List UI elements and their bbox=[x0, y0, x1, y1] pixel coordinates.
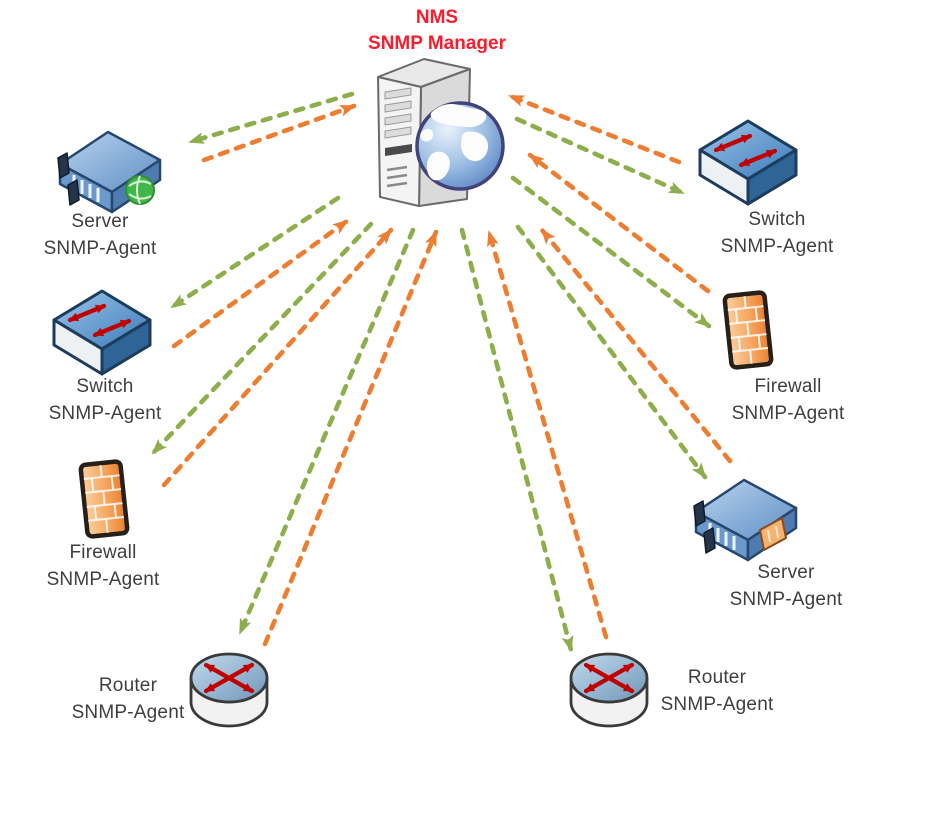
arrow-orange-from-server-left bbox=[201, 103, 357, 163]
arrow-orange-from-switch-left bbox=[171, 218, 350, 349]
globe-icon bbox=[415, 101, 505, 191]
switch-icon bbox=[52, 289, 152, 376]
label-server-left: Server SNMP-Agent bbox=[25, 208, 175, 262]
arrow-orange-from-switch-right bbox=[507, 93, 682, 165]
arrow-green-to-firewall-right bbox=[510, 175, 712, 329]
router-traffic-arrows-icon bbox=[203, 662, 255, 694]
label-router-right: Router SNMP-Agent bbox=[642, 664, 792, 718]
device-name: Server bbox=[757, 562, 815, 583]
label-firewall-right: Firewall SNMP-Agent bbox=[713, 373, 863, 427]
label-firewall-left: Firewall SNMP-Agent bbox=[28, 539, 178, 593]
arrow-green-to-switch-left bbox=[169, 195, 341, 310]
device-name: Switch bbox=[748, 209, 806, 230]
device-name: Firewall bbox=[69, 542, 137, 563]
arrow-green-to-switch-right bbox=[514, 116, 686, 196]
router-icon bbox=[189, 652, 269, 728]
device-name: Switch bbox=[76, 376, 134, 397]
device-name: Router bbox=[687, 667, 747, 688]
agent-role: SNMP-Agent bbox=[43, 238, 157, 259]
nms-title-line2: SNMP Manager bbox=[368, 33, 506, 54]
agent-role: SNMP-Agent bbox=[48, 403, 162, 424]
arrow-orange-from-server-right bbox=[539, 227, 733, 464]
arrow-orange-from-firewall-right bbox=[527, 152, 711, 294]
agent-role: SNMP-Agent bbox=[46, 569, 160, 590]
label-server-right: Server SNMP-Agent bbox=[711, 559, 861, 613]
arrow-green-to-server-left bbox=[187, 91, 355, 145]
arrow-green-to-firewall-left bbox=[150, 221, 374, 456]
agent-role: SNMP-Agent bbox=[71, 702, 185, 723]
arrow-orange-from-firewall-left bbox=[161, 227, 394, 488]
router-traffic-arrows-icon bbox=[583, 662, 635, 694]
router-icon bbox=[569, 652, 649, 728]
agent-role: SNMP-Agent bbox=[731, 403, 845, 424]
orange-module-badge-icon bbox=[759, 517, 787, 551]
rack-server-icon bbox=[693, 478, 798, 562]
nms-title-line1: NMS bbox=[415, 7, 459, 28]
device-name: Firewall bbox=[754, 376, 822, 397]
firewall-icon bbox=[78, 459, 130, 539]
label-router-left: Router SNMP-Agent bbox=[53, 672, 203, 726]
arrow-green-to-router-left bbox=[237, 227, 416, 636]
switch-traffic-arrows-icon bbox=[713, 133, 778, 168]
firewall-icon bbox=[722, 290, 774, 370]
arrow-orange-from-router-right bbox=[486, 229, 609, 640]
rack-server-icon bbox=[57, 130, 162, 214]
arrow-orange-from-router-left bbox=[262, 229, 439, 647]
switch-icon bbox=[698, 119, 798, 206]
agent-to-manager-arrows bbox=[161, 93, 733, 647]
label-switch-left: Switch SNMP-Agent bbox=[30, 373, 180, 427]
agent-role: SNMP-Agent bbox=[729, 589, 843, 610]
manager-to-agent-arrows bbox=[150, 91, 712, 653]
nms-manager-title: NMS SNMP Manager bbox=[337, 5, 537, 57]
switch-traffic-arrows-icon bbox=[67, 303, 132, 338]
arrow-green-to-server-right bbox=[515, 224, 708, 480]
agent-role: SNMP-Agent bbox=[660, 694, 774, 715]
arrow-green-to-router-right bbox=[459, 227, 574, 653]
device-name: Router bbox=[98, 675, 158, 696]
green-globe-badge-icon bbox=[125, 175, 155, 205]
label-switch-right: Switch SNMP-Agent bbox=[702, 206, 852, 260]
device-name: Server bbox=[71, 211, 129, 232]
tower-server-globe-icon bbox=[377, 58, 505, 207]
agent-role: SNMP-Agent bbox=[720, 236, 834, 257]
